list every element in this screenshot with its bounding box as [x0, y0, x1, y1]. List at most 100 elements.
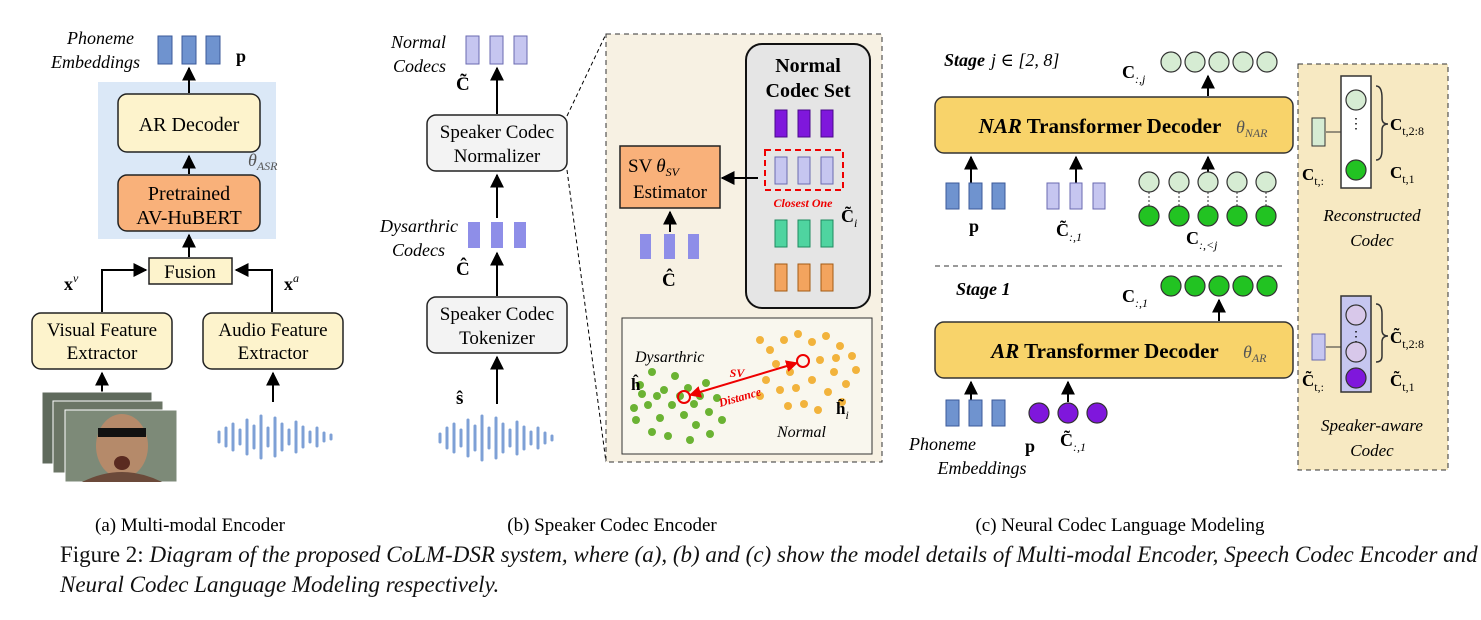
pretrained-avhubert-box [117, 174, 261, 232]
c-t28-symbol: Ct,2:8 [1390, 115, 1424, 138]
theta-nar: θNAR [1236, 117, 1268, 140]
nar-phoneme-bars [945, 182, 1006, 210]
ar-transformer-decoder-box [934, 321, 1294, 379]
s-hat-symbol: ŝ [456, 388, 463, 409]
pretrained-label: Pretrained [148, 183, 230, 205]
audio-extractor-label-1: Audio Feature [218, 320, 327, 341]
avhubert-label: AV-HuBERT [136, 207, 242, 229]
c1-tilde-symbol-b: C̃:,1 [1060, 430, 1086, 454]
normalizer-box [426, 114, 568, 172]
closest-one-highlight [764, 149, 844, 191]
normal-codecs-label-2: Codecs [393, 56, 446, 76]
audio-extractor-box [202, 312, 344, 370]
architecture-diagram: Phoneme Embeddings p AR Decoder θASR Pre… [31, 28, 1449, 536]
reconstructed-label-1: Reconstructed [1322, 206, 1421, 225]
phoneme-embeddings-label-2: Embeddings [50, 52, 140, 72]
c-t-colon-symbol: Ct,: [1302, 165, 1324, 188]
ar-transformer-decoder-label: AR Transformer Decoder [989, 339, 1218, 363]
svg-text:⋮: ⋮ [1349, 117, 1363, 132]
sv-distance-arrow [688, 360, 799, 398]
nar-speaker-codec-bars [1046, 182, 1106, 210]
video-frames-image [41, 391, 178, 483]
normal-cluster-label: Normal [776, 424, 826, 441]
ar-speaker-codec-circles [1028, 402, 1108, 424]
h-hat-symbol: ĥ [631, 374, 641, 394]
normalizer-label-2: Normalizer [454, 146, 541, 167]
c1-tilde-symbol: C̃:,1 [1056, 220, 1082, 244]
theta-asr: θASR [248, 150, 278, 173]
figure-caption: Figure 2: Diagram of the proposed CoLM-D… [0, 540, 1481, 600]
ct-colon-tilde-symbol: C̃t,: [1302, 370, 1324, 394]
codec-set-row-orange [774, 263, 834, 292]
dysarthric-codec-bars [468, 222, 526, 248]
tokenizer-box [426, 296, 568, 354]
xa-symbol: xa [284, 271, 299, 294]
figure-caption-label: Figure 2: [60, 542, 150, 567]
phoneme-embeddings-c-2: Embeddings [937, 458, 1027, 478]
speaker-aware-label-2: Codec [1350, 441, 1394, 460]
normalizer-label-1: Speaker Codec [440, 122, 554, 143]
c-hat-symbol-2: Ĉ [662, 268, 676, 291]
ar-phoneme-bars [945, 399, 1006, 427]
codec-legend-panel: ⋮ Ct,2:8 Ct,: Ct,1 Reconstructed Codec ⋮… [1297, 63, 1449, 471]
codec-set-title-1: Normal [775, 55, 841, 77]
visual-extractor-label-2: Extractor [67, 343, 138, 364]
sv-estimator-label-2: Estimator [633, 182, 708, 203]
dysarthric-codecs-label-1: Dysarthric [379, 216, 458, 236]
ct1-tilde-symbol: C̃t,1 [1390, 370, 1415, 394]
codec-set-row-purple [774, 109, 834, 138]
c-tilde-symbol: C̃ [456, 74, 470, 95]
reconstructed-label-2: Codec [1350, 231, 1394, 250]
c-tilde-i-symbol: C̃i [841, 206, 857, 230]
audio-extractor-label-2: Extractor [238, 343, 309, 364]
sv-distance-label-1: SV [730, 366, 746, 380]
tokenizer-label-1: Speaker Codec [440, 304, 554, 325]
fusion-label: Fusion [164, 262, 216, 283]
tokenizer-label-2: Tokenizer [459, 328, 535, 349]
phoneme-embeddings-label-1: Phoneme [66, 28, 134, 48]
audio-waveform-icon [217, 414, 333, 460]
caption-c: (c) Neural Codec Language Modeling [975, 515, 1265, 536]
visual-extractor-label-1: Visual Feature [47, 320, 157, 341]
sv-input-codec-bars [640, 234, 699, 259]
c-j-symbol: C:,j [1122, 62, 1146, 86]
theta-ar: θAR [1243, 342, 1267, 365]
h-tilde-i-symbol: h̃i [836, 398, 849, 422]
phoneme-embedding-bars [157, 35, 221, 65]
normal-codec-bars [465, 35, 528, 65]
panel-speaker-codec-encoder: Normal Codecs C̃ Speaker Codec Normalize… [379, 32, 883, 536]
svg-text:⋮: ⋮ [1349, 330, 1363, 345]
c-hat-symbol: Ĉ [456, 257, 470, 280]
codec-set-title-2: Codec Set [766, 80, 851, 102]
p-symbol-c2: p [1025, 436, 1035, 456]
ar-decoder-box [117, 93, 261, 153]
c-t1-symbol: Ct,1 [1390, 163, 1415, 186]
ct28-tilde-symbol: C̃t,2:8 [1390, 327, 1424, 351]
nar-decoder-label: NAR Transformer Decoder [978, 114, 1222, 138]
figure-caption-text: Diagram of the proposed CoLM-DSR system,… [60, 542, 1478, 597]
visual-extractor-box [31, 312, 173, 370]
normal-codecs-label-1: Normal [390, 32, 446, 52]
xv-symbol: xv [64, 271, 79, 294]
closest-one-label: Closest One [773, 196, 833, 210]
c-1-symbol: C:,1 [1122, 286, 1148, 310]
caption-a: (a) Multi-modal Encoder [95, 515, 286, 536]
output-codecs-stage-1 [1160, 275, 1278, 297]
p-symbol-c: p [969, 216, 979, 236]
codec-set-row-lilac [774, 156, 834, 185]
fusion-box [148, 257, 233, 285]
dysarthric-cluster [630, 368, 726, 444]
nar-input-codecs [1138, 171, 1277, 227]
nar-decoder-box [934, 96, 1294, 154]
speech-waveform-icon [438, 414, 554, 462]
speaker-aware-label-1: Speaker-aware [1321, 416, 1423, 435]
caption-b: (b) Speaker Codec Encoder [507, 515, 717, 536]
p-symbol: p [236, 46, 246, 66]
stage-1-label: Stage 1 [956, 279, 1011, 299]
panel-multimodal-encoder: Phoneme Embeddings p AR Decoder θASR Pre… [31, 28, 344, 536]
c-lt-j-symbol: C:,<j [1186, 228, 1218, 252]
phoneme-embeddings-c-1: Phoneme [908, 434, 976, 454]
